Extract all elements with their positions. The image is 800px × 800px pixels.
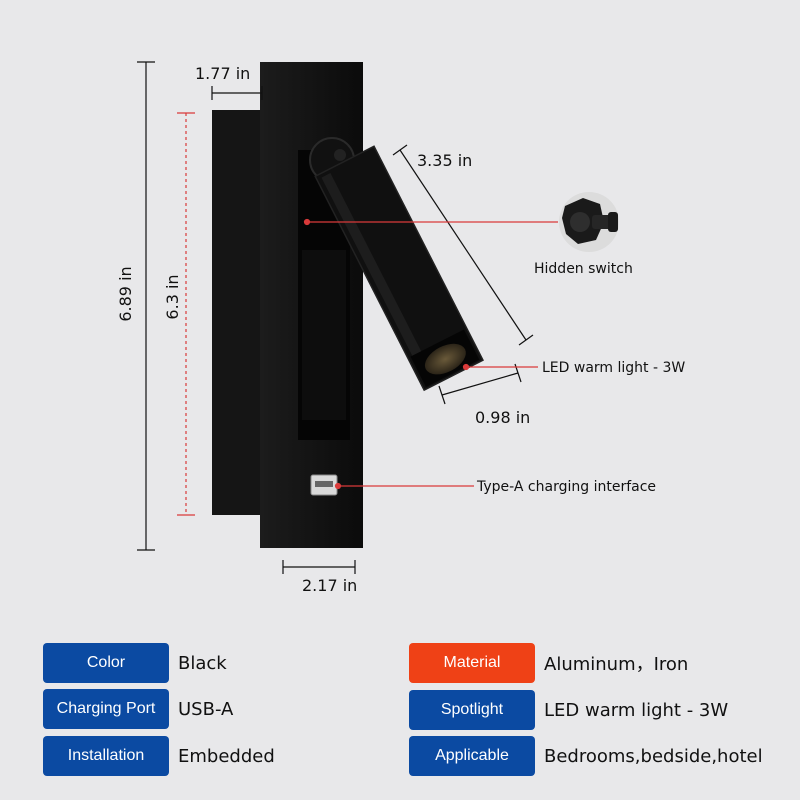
dim-plate-width-label: 2.17 in xyxy=(302,576,357,595)
spec-label-color: Color xyxy=(43,643,169,683)
dim-depth xyxy=(211,86,263,100)
spec-value-charging-port: USB-A xyxy=(178,698,234,720)
spec-row-installation: Installation Embedded xyxy=(43,736,275,776)
dim-overall-height xyxy=(137,61,155,551)
dim-head-length-label: 3.35 in xyxy=(417,151,472,170)
dim-back-height xyxy=(177,112,195,516)
spec-value-material: Aluminum，Iron xyxy=(544,654,689,675)
dim-plate-width xyxy=(282,560,356,574)
spec-label-applicable: Applicable xyxy=(409,736,535,776)
dim-head-length xyxy=(392,144,534,346)
spec-value-installation: Embedded xyxy=(178,745,275,767)
spotlight-head xyxy=(314,145,484,392)
spec-label-installation: Installation xyxy=(43,736,169,776)
dim-back-height-label: 6.3 in xyxy=(163,274,182,319)
pivot-screw xyxy=(334,149,346,161)
callout-usb-line xyxy=(334,482,474,490)
callout-led-line xyxy=(462,363,538,371)
spec-row-spotlight: Spotlight LED warm light - 3W xyxy=(409,690,728,730)
product-diagram: 1.77 in 6.89 in 3.35 in 0.98 in 2.17 in … xyxy=(116,61,685,595)
spec-row-applicable: Applicable Bedrooms,bedside,hotel xyxy=(409,736,763,776)
spec-label-charging-port: Charging Port xyxy=(43,689,169,729)
spec-row-material: Material Aluminum，Iron xyxy=(409,643,688,683)
callout-led-label: LED warm light - 3W xyxy=(542,360,685,376)
callout-switch-line xyxy=(303,218,558,226)
spec-label-material: Material xyxy=(409,643,535,683)
hidden-switch-photo xyxy=(559,192,619,252)
dim-head-width-label: 0.98 in xyxy=(475,408,530,427)
spec-value-applicable: Bedrooms,bedside,hotel xyxy=(544,745,763,767)
dim-depth-label: 1.77 in xyxy=(195,64,250,83)
dim-overall-height-label: 6.89 in xyxy=(116,266,135,321)
spec-row-charging-port: Charging Port USB-A xyxy=(43,689,233,729)
spec-value-color: Black xyxy=(178,652,227,674)
usb-port-inner xyxy=(315,481,333,487)
spec-row-color: Color Black xyxy=(43,643,227,683)
recess-inner xyxy=(302,250,346,420)
spec-label-spotlight: Spotlight xyxy=(409,690,535,730)
callout-switch-label: Hidden switch xyxy=(534,261,633,277)
callout-usb-label: Type-A charging interface xyxy=(476,479,656,495)
spec-value-spotlight: LED warm light - 3W xyxy=(544,699,729,721)
